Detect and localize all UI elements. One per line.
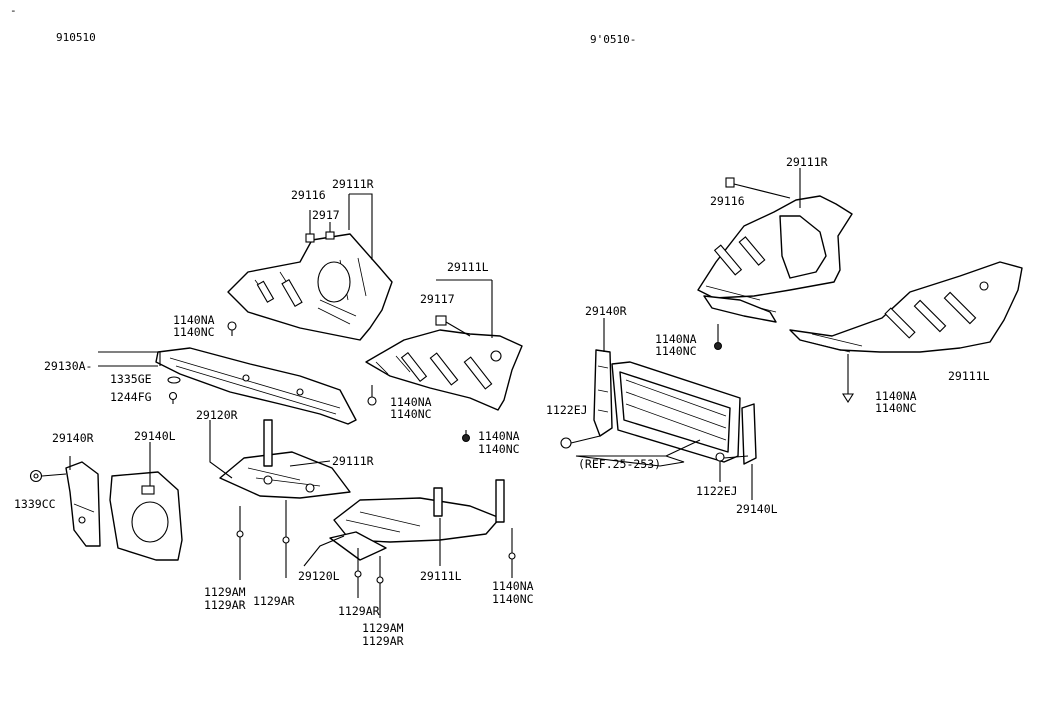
bolt-1140-right-b [842, 354, 854, 404]
label-1140NC-b: 1140NC [390, 407, 432, 421]
label-29140L-right: 29140L [736, 502, 778, 516]
label-29111R-mid: 29111R [332, 454, 374, 468]
under-cover-29111L-upper [365, 329, 523, 411]
leader-29120R [209, 420, 233, 479]
label-29111L-bot: 29111L [420, 569, 462, 583]
leader-29111L-top [436, 279, 493, 338]
under-cover-29111L-lower [329, 479, 505, 561]
label-1140NC-right-a: 1140NC [655, 344, 697, 358]
bolt-1129-c [354, 548, 362, 598]
label-1122EJ-a: 1122EJ [546, 403, 588, 417]
label-1129AM-a: 1129AM [204, 585, 246, 599]
label-29140R-right: 29140R [585, 304, 627, 318]
label-29117-mid: 29117 [420, 292, 455, 306]
bracket-29140R-right [593, 349, 613, 437]
label-29111R-top: 29111R [332, 177, 374, 191]
leader-29130A [98, 351, 161, 367]
corner-mark: - [10, 4, 17, 17]
label-29130A: 29130A- [44, 359, 92, 373]
label-1335GE: 1335GE [110, 372, 152, 386]
clip-29117-top [325, 222, 335, 240]
right-date-code: 9'0510- [590, 33, 636, 46]
label-1140NA-b: 1140NA [390, 395, 432, 409]
label-1140NC-d: 1140NC [492, 592, 534, 606]
label-29111R-right: 29111R [786, 155, 828, 169]
label-1140NC-a: 1140NC [173, 325, 215, 339]
bracket-29140L-left [109, 471, 183, 561]
label-29111L-right: 29111L [948, 369, 990, 383]
bolt-1122EJ-a [560, 435, 601, 449]
clip-29116-right [725, 177, 791, 199]
label-29120L: 29120L [298, 569, 340, 583]
bolt-1140-right-a [714, 324, 722, 350]
clip-29116 [305, 210, 315, 243]
under-cover-29111R-lower [219, 419, 351, 499]
label-1244FG: 1244FG [110, 390, 152, 404]
radiator-ref [611, 361, 741, 463]
ref-callout-box [575, 455, 685, 467]
bolt-1140-b [367, 385, 377, 406]
bracket-29140R-left [65, 461, 101, 547]
clip-29117-mid [435, 315, 471, 337]
label-29140L-left: 29140L [134, 429, 176, 443]
label-1140NC-right-b: 1140NC [875, 401, 917, 415]
label-ref-25-253: (REF.25-253) [578, 457, 661, 471]
label-1140NC-c: 1140NC [478, 442, 520, 456]
bolt-1140-c [462, 430, 470, 442]
leader-ref [665, 439, 701, 457]
label-1129AR-c: 1129AR [338, 604, 380, 618]
label-1339CC: 1339CC [14, 497, 56, 511]
bolt-1140-d [508, 528, 516, 578]
under-cover-29111R-upper [227, 233, 393, 341]
bolt-1244FG [168, 391, 178, 404]
label-29117-top: 2917 [312, 208, 340, 222]
bolt-1140-a [227, 321, 237, 336]
label-29111L-top: 29111L [447, 260, 489, 274]
bolt-1129-d [376, 556, 384, 618]
label-1129AM-b: 1129AM [362, 621, 404, 635]
under-cover-29111L-right [789, 261, 1023, 353]
under-cover-29111R-right [697, 195, 853, 323]
label-1140NA-d: 1140NA [492, 579, 534, 593]
nut-1339CC [29, 469, 67, 483]
label-1140NA-a: 1140NA [173, 313, 215, 327]
label-29140R-left: 29140R [52, 431, 94, 445]
label-29116-right: 29116 [710, 194, 745, 208]
bolt-1129-b [282, 500, 290, 578]
label-29116: 29116 [291, 188, 326, 202]
bolt-1122EJ-b [715, 452, 749, 482]
label-1129AR-a: 1129AR [204, 598, 246, 612]
bolt-1335GE [167, 376, 181, 384]
label-1140NA-c: 1140NA [478, 429, 520, 443]
label-29120R: 29120R [196, 408, 238, 422]
left-date-code: 910510 [56, 31, 96, 44]
leader-29111R-mid [289, 460, 331, 467]
bracket-29140L-right [741, 403, 757, 500]
label-1122EJ-b: 1122EJ [696, 484, 738, 498]
leader-29111R-top [348, 193, 373, 260]
label-1140NA-right-a: 1140NA [655, 332, 697, 346]
bolt-1129-a [236, 506, 244, 580]
label-1129AR-b: 1129AR [253, 594, 295, 608]
label-1140NA-right-b: 1140NA [875, 389, 917, 403]
leader-29120L [303, 535, 345, 567]
label-1129AR-d: 1129AR [362, 634, 404, 648]
cross-member-29130A [155, 347, 357, 425]
